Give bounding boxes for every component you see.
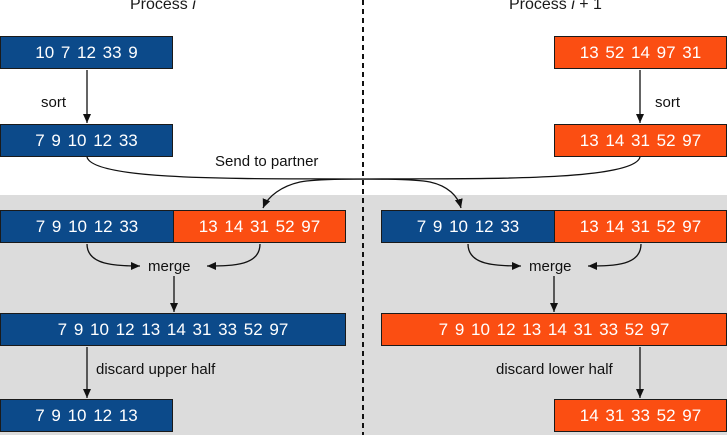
left-pair-received: 13 14 31 52 97: [173, 210, 346, 243]
left-to-right-send-arrow: [86, 156, 463, 209]
right-initial-list: 13 52 14 97 31: [554, 36, 727, 69]
right-merge-label: merge: [529, 258, 572, 275]
right-result-list: 14 31 33 52 97: [554, 399, 727, 432]
left-merged-list: 7 9 10 12 13 14 31 33 52 97: [0, 313, 346, 346]
left-initial-list: 10 7 12 33 9: [0, 36, 173, 69]
discard-lower-half-label: discard lower half: [496, 361, 613, 378]
right-to-left-send-arrow: [262, 156, 641, 209]
header-process-i: Process i: [130, 0, 196, 13]
left-merge-arrow-from-own: [86, 243, 141, 270]
right-merge-arrow-from-own: [587, 243, 642, 270]
left-sorted-list: 7 9 10 12 33: [0, 124, 173, 157]
send-to-partner-label: Send to partner: [215, 153, 319, 170]
left-merge-arrow-from-recv: [206, 243, 261, 270]
left-result-list: 7 9 10 12 13: [0, 399, 173, 432]
right-pair-received: 7 9 10 12 33: [381, 210, 555, 243]
right-sorted-list: 13 14 31 52 97: [554, 124, 727, 157]
right-merge-arrow-from-recv: [467, 243, 522, 270]
right-sort-label: sort: [655, 94, 681, 111]
header-process-i-plus-1: Process i + 1: [509, 0, 602, 13]
left-pair-own: 7 9 10 12 33: [0, 210, 174, 243]
discard-upper-half-label: discard upper half: [96, 361, 216, 378]
right-pair-own: 13 14 31 52 97: [554, 210, 727, 243]
left-sort-label: sort: [41, 94, 67, 111]
left-merge-label: merge: [148, 258, 191, 275]
